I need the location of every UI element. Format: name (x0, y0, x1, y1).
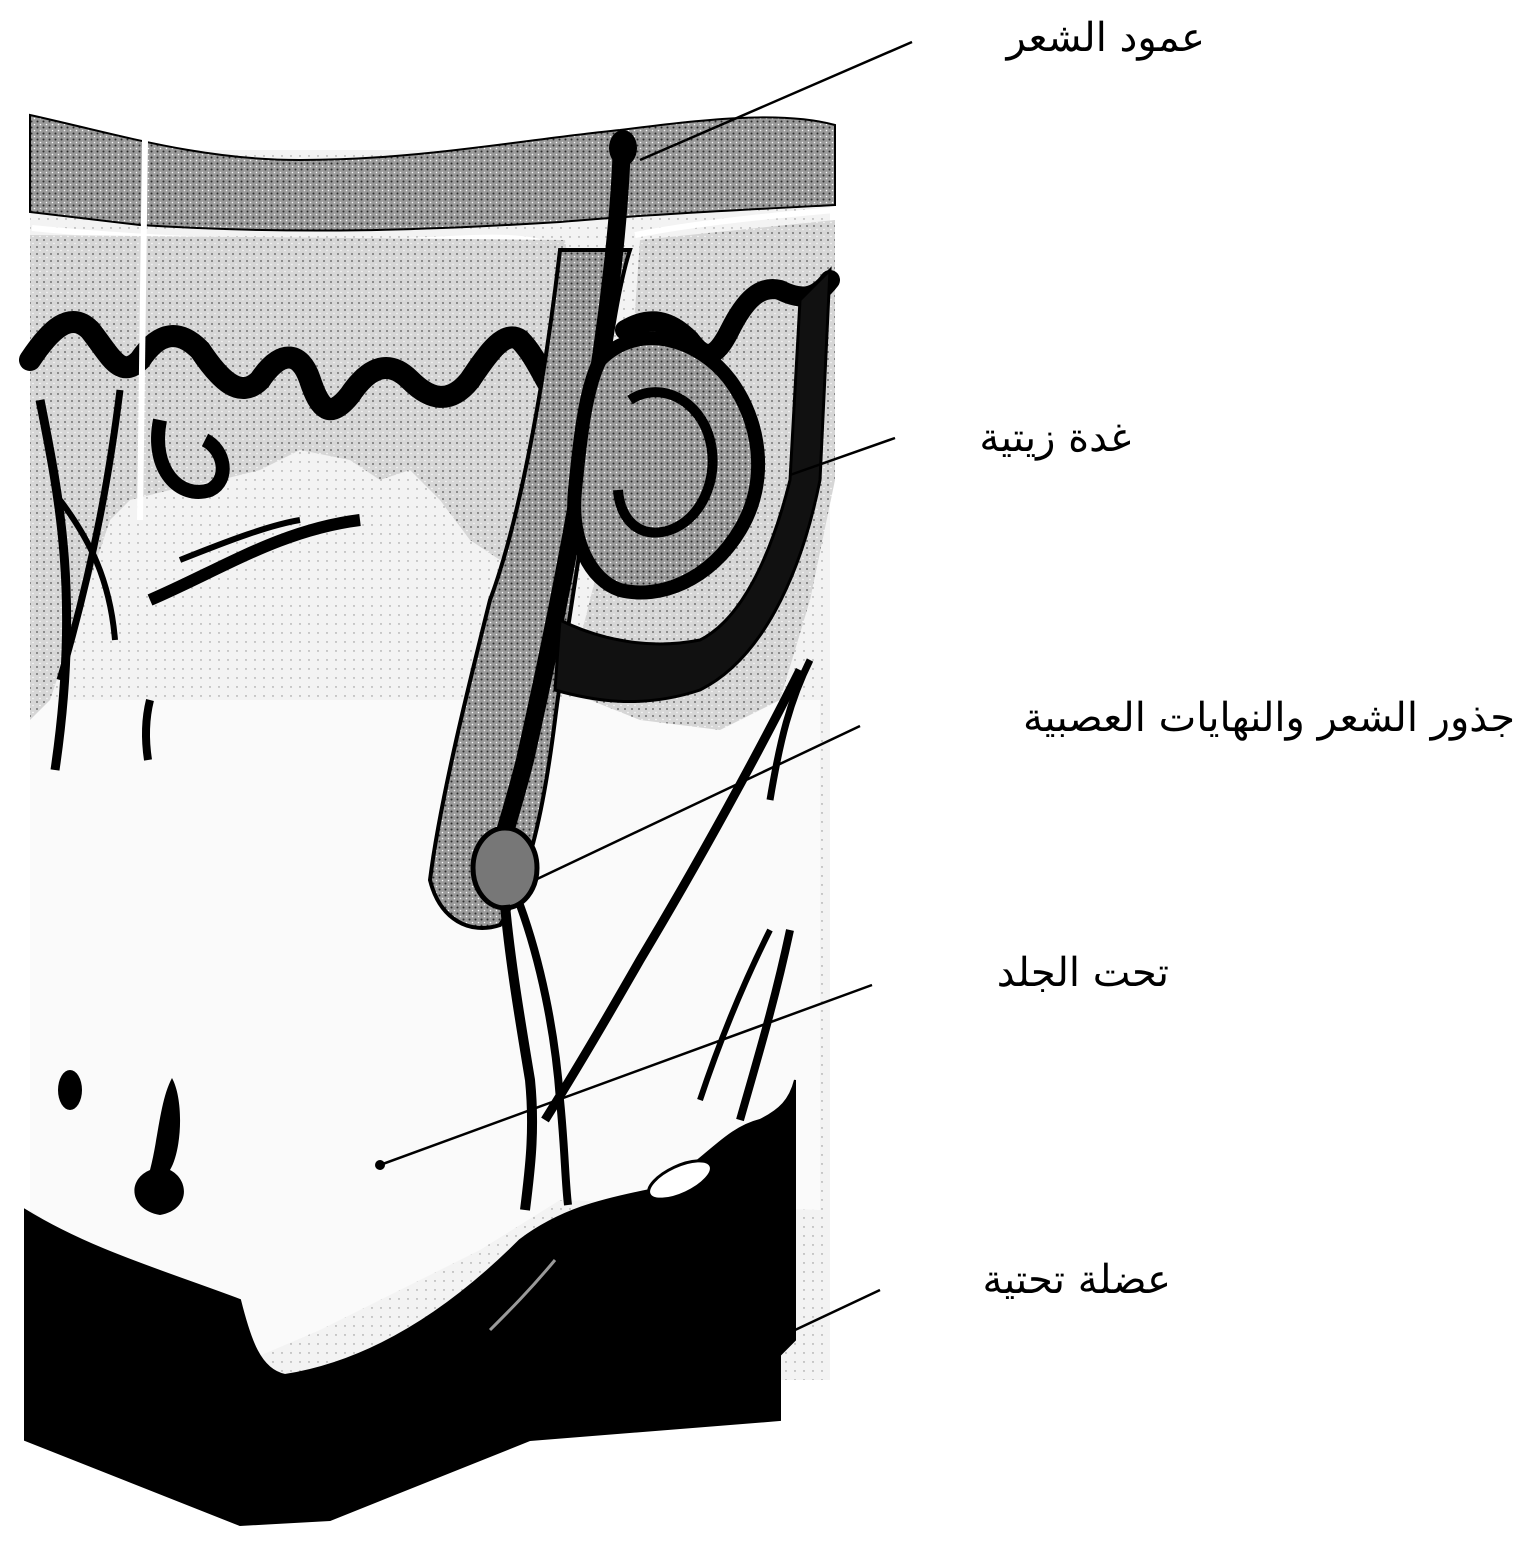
label-hair-roots-nerve-endings: جذور الشعر والنهايات العصبية (1023, 698, 1515, 738)
label-underlying-muscle: عضلة تحتية (983, 1260, 1172, 1300)
hair-shaft-tip (609, 130, 637, 166)
sebaceous-gland-body (574, 338, 758, 592)
vessel-left-lower (146, 700, 150, 760)
fat-droplet-1 (58, 1070, 82, 1110)
hair-bulb (473, 828, 537, 908)
subcutaneous-pointer-dot (375, 1160, 385, 1170)
label-sebaceous-gland: غدة زيتية (979, 418, 1131, 458)
label-hair-shaft: عمود الشعر (1006, 18, 1205, 58)
label-subcutaneous: تحت الجلد (997, 953, 1169, 993)
